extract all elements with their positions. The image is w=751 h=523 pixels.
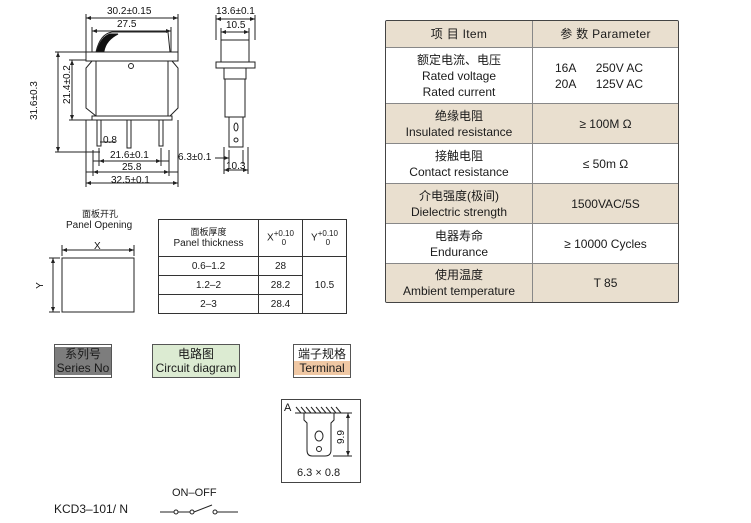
spec-item-en: Ambient temperature xyxy=(402,284,516,298)
circuit-diagram-cn: 电路图 xyxy=(177,347,214,361)
panel-y-label: Y xyxy=(34,282,46,289)
panel-x-cell: 28.2 xyxy=(258,275,303,295)
series-no-en: Series No xyxy=(55,361,111,375)
spec-header-row: 项 目 Item 参 数 Parameter xyxy=(386,21,678,47)
terminal-cn: 端子规格 xyxy=(297,347,346,361)
terminal-detail-box xyxy=(281,399,361,483)
dim-side-width-inner: 10.5 xyxy=(226,20,246,31)
panel-x-label: X xyxy=(94,241,101,252)
panel-title-en: Panel Opening xyxy=(66,220,133,231)
spec-item-en: Contact resistance xyxy=(409,164,509,179)
spec-item-cn: 介电强度(极间) xyxy=(419,188,499,203)
spec-item-en: Endurance xyxy=(429,244,489,259)
panel-x-header: X xyxy=(267,232,274,244)
spec-row-rating: 额定电流、电压 Rated voltage Rated current 16A … xyxy=(386,47,678,103)
spec-param-value: ≥ 100M Ω xyxy=(579,116,632,131)
dim-pin-offset: 0.8 xyxy=(103,135,117,146)
table-row: 2–3 28.4 xyxy=(158,294,347,314)
panel-thickness-cell: 1.2–2 xyxy=(158,275,259,295)
spec-param-value: ≥ 10000 Cycles xyxy=(564,236,647,251)
spec-item-cn: 绝缘电阻 xyxy=(434,108,483,123)
terminal-en: Terminal xyxy=(294,361,350,375)
dim-base-width: 25.8 xyxy=(122,162,142,173)
series-no-cn: 系列号 xyxy=(55,347,111,361)
table-row: 0.6–1.2 28 10.5 xyxy=(158,256,347,314)
spec-row-dielectric: 介电强度(极间) Dielectric strength 1500VAC/5S xyxy=(386,183,678,223)
spec-item-cn: 接触电阻 xyxy=(434,148,483,163)
panel-x-cell: 28 xyxy=(258,256,303,276)
spec-header-item: 项 目 Item xyxy=(386,21,533,47)
dim-side-width-bottom: 10.3 xyxy=(226,161,246,172)
spec-item-cn: 使用温度 xyxy=(434,268,483,282)
terminal-label: 端子规格 Terminal xyxy=(293,344,351,378)
panel-y-tol-zero: 0 xyxy=(325,238,331,247)
spec-row-temperature: 使用温度 Ambient temperature T 85 xyxy=(386,263,678,302)
dim-height-total: 31.6±0.3 xyxy=(29,81,40,120)
dim-pin-span: 21.6±0.1 xyxy=(110,150,149,161)
series-no-label: 系列号 Series No xyxy=(54,344,112,378)
panel-x-tol-zero: 0 xyxy=(281,238,287,247)
spec-item-cn: 额定电流、电压 xyxy=(416,52,501,67)
spec-row-endurance: 电器寿命 Endurance ≥ 10000 Cycles xyxy=(386,223,678,263)
circuit-switch-symbol xyxy=(160,504,238,515)
panel-thickness-header-cn: 面板厚度 xyxy=(190,227,227,237)
terminal-corner-label: A xyxy=(284,402,292,414)
dim-width-total: 30.2±0.15 xyxy=(107,6,152,17)
terminal-size: 6.3 × 0.8 xyxy=(297,467,341,479)
terminal-height: 9.9 xyxy=(336,430,347,444)
spec-table: 项 目 Item 参 数 Parameter 额定电流、电压 Rated vol… xyxy=(385,20,679,303)
spec-param-value: ≤ 50m Ω xyxy=(582,156,629,171)
spec-item-en: Rated current xyxy=(422,84,496,99)
spec-item-en: Dielectric strength xyxy=(410,204,508,219)
dim-height-body: 21.4±0.2 xyxy=(62,65,73,104)
spec-param-value: 20A 125V AC xyxy=(555,76,644,91)
spec-row-insulation: 绝缘电阻 Insulated resistance ≥ 100M Ω xyxy=(386,103,678,143)
spec-param-value: T 85 xyxy=(593,276,618,290)
panel-y-cell: 10.5 xyxy=(302,256,347,314)
panel-opening-drawing xyxy=(49,245,135,313)
dim-side-width-top: 13.6±0.1 xyxy=(216,6,255,17)
panel-thickness-cell: 2–3 xyxy=(158,294,259,314)
panel-thickness-cell: 0.6–1.2 xyxy=(158,256,259,276)
series-model: KCD3–101/ N xyxy=(54,502,129,516)
panel-x-tol-plus: +0.10 xyxy=(273,229,294,238)
panel-x-cell: 28.4 xyxy=(258,294,303,314)
panel-y-header: Y xyxy=(311,232,318,244)
front-view-drawing xyxy=(55,14,179,187)
spec-param-value: 16A 250V AC xyxy=(555,60,644,75)
terminal-drawing xyxy=(295,406,352,457)
spec-item-cn: 电器寿命 xyxy=(434,228,483,243)
panel-title-cn: 面板开孔 xyxy=(82,209,119,219)
dim-terminal-width: 6.3±0.1 xyxy=(178,152,212,163)
panel-y-tol-plus: +0.10 xyxy=(317,229,338,238)
dim-overall-width: 32.5±0.1 xyxy=(111,175,150,186)
panel-thickness-header-en: Panel thickness xyxy=(173,238,244,249)
spec-param-value: 1500VAC/5S xyxy=(571,196,640,211)
spec-header-param: 参 数 Parameter xyxy=(560,27,651,41)
circuit-diagram-label: 电路图 Circuit diagram xyxy=(152,344,240,378)
spec-item-en: Rated voltage xyxy=(421,68,497,83)
dim-width-inner: 27.5 xyxy=(117,19,137,30)
circuit-state-label: ON–OFF xyxy=(172,487,217,499)
spec-item-en: Insulated resistance xyxy=(405,124,513,139)
side-view-drawing xyxy=(215,15,256,174)
circuit-diagram-en: Circuit diagram xyxy=(155,361,237,375)
spec-row-contact: 接触电阻 Contact resistance ≤ 50m Ω xyxy=(386,143,678,183)
